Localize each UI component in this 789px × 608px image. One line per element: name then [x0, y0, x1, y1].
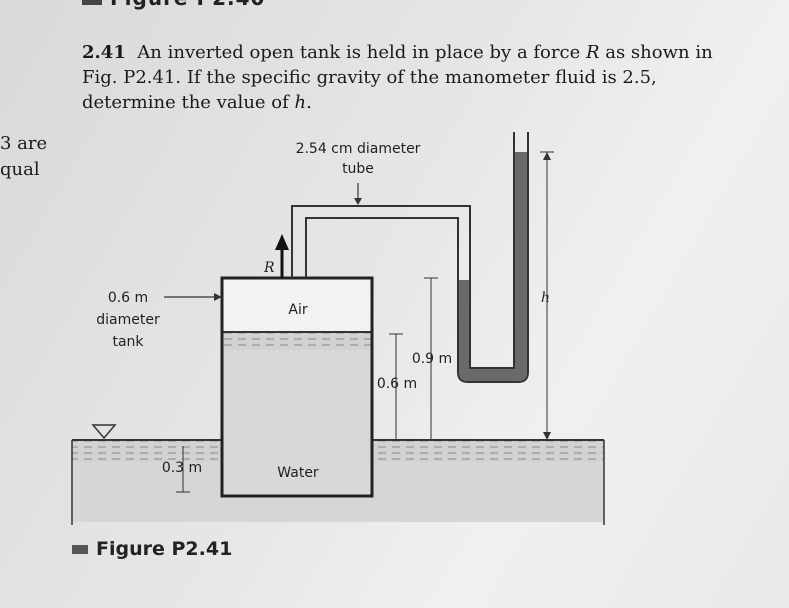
dimension-03 [176, 446, 190, 493]
caption-square-icon [82, 0, 102, 5]
water-label: Water [277, 465, 319, 481]
force-arrow [275, 234, 289, 278]
tank-label-1: 0.6 m [108, 290, 148, 306]
problem-text-2: as shown in Fig. P2.41. If the specific … [82, 42, 713, 113]
dim-h-label: h [541, 290, 550, 306]
dimension-h [540, 151, 554, 440]
dimension-09 [424, 277, 438, 440]
dim-06-label: 0.6 m [377, 376, 417, 392]
air-label: Air [288, 302, 307, 318]
inverted-tank [220, 276, 374, 498]
dim-03-label: 0.3 m [162, 460, 202, 476]
tube-label-2: tube [342, 161, 374, 177]
problem-var-h: h [294, 92, 307, 113]
problem-statement: 2.41 An inverted open tank is held in pl… [82, 40, 732, 115]
problem-var-r: R [585, 42, 600, 63]
free-surface-symbol [91, 424, 117, 440]
problem-number: 2.41 [82, 42, 126, 63]
figure-caption: Figure P2.41 [72, 538, 232, 560]
force-label: R [263, 260, 275, 276]
dim-09-label: 0.9 m [412, 351, 452, 367]
tube-label-1: 2.54 cm diameter [296, 141, 421, 157]
problem-text-1: An inverted open tank is held in place b… [137, 42, 586, 63]
connecting-tube [291, 205, 471, 280]
margin-text: 3 are qual [0, 133, 48, 180]
tank-label-3: tank [112, 334, 144, 350]
manometer [457, 132, 529, 383]
tank-label-2: diameter [96, 312, 160, 328]
dimension-06 [389, 333, 403, 440]
caption-square-icon [72, 545, 88, 554]
problem-text-3: . [306, 92, 312, 113]
previous-figure-caption: Figure P2.40 [82, 0, 265, 10]
